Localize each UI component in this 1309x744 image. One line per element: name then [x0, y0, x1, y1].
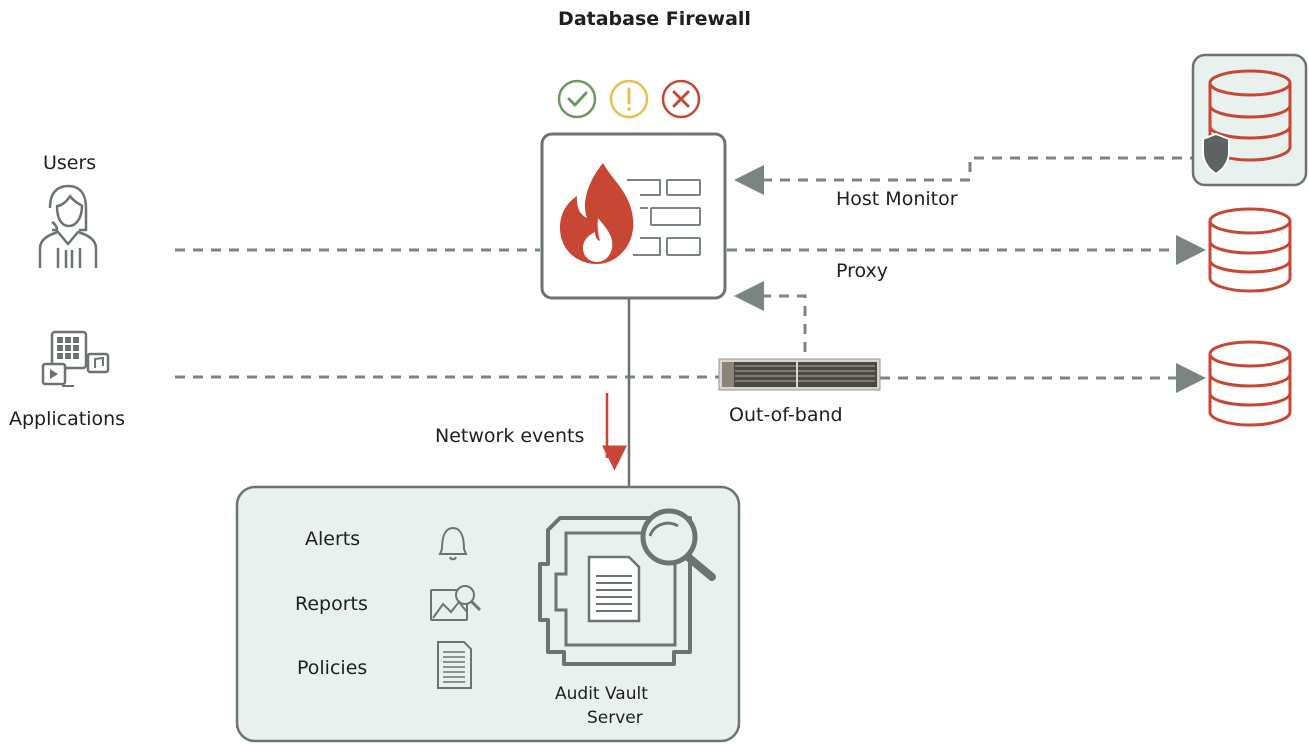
proxy-label: Proxy: [836, 260, 889, 282]
firewall-blocks-icon: [627, 179, 701, 256]
policy-document-icon: [437, 641, 472, 689]
policies-label: Policies: [297, 657, 368, 679]
report-search-icon: [430, 585, 482, 621]
out-of-band-database-icon: [1208, 340, 1292, 427]
network-events-label: Network events: [435, 425, 585, 447]
proxy-database-icon: [1208, 207, 1292, 293]
user-icon: [38, 184, 98, 268]
users-label: Users: [43, 152, 97, 174]
audit-vault-label-line1: Audit Vault: [555, 684, 648, 704]
diagram-title: Database Firewall: [558, 8, 751, 30]
status-warning-icon: [609, 79, 649, 119]
audit-vault-label-line2: Server: [587, 708, 643, 728]
status-ok-icon: [557, 79, 597, 119]
flame-icon: [560, 163, 634, 264]
out-of-band-label: Out-of-band: [729, 404, 843, 426]
applications-label: Applications: [9, 408, 126, 430]
host-monitor-label: Host Monitor: [836, 188, 958, 210]
network-switch-icon: [718, 358, 881, 391]
status-error-icon: [661, 79, 701, 119]
reports-label: Reports: [295, 593, 368, 615]
applications-icon: [41, 330, 110, 387]
audit-vault-panel: [235, 485, 741, 743]
audit-vault-server-icon: [538, 508, 716, 666]
alerts-label: Alerts: [305, 528, 361, 550]
firewall-box: [540, 132, 727, 300]
bell-icon: [438, 526, 468, 561]
host-monitor-database-box: [1191, 53, 1308, 187]
shield-icon: [1202, 132, 1230, 176]
